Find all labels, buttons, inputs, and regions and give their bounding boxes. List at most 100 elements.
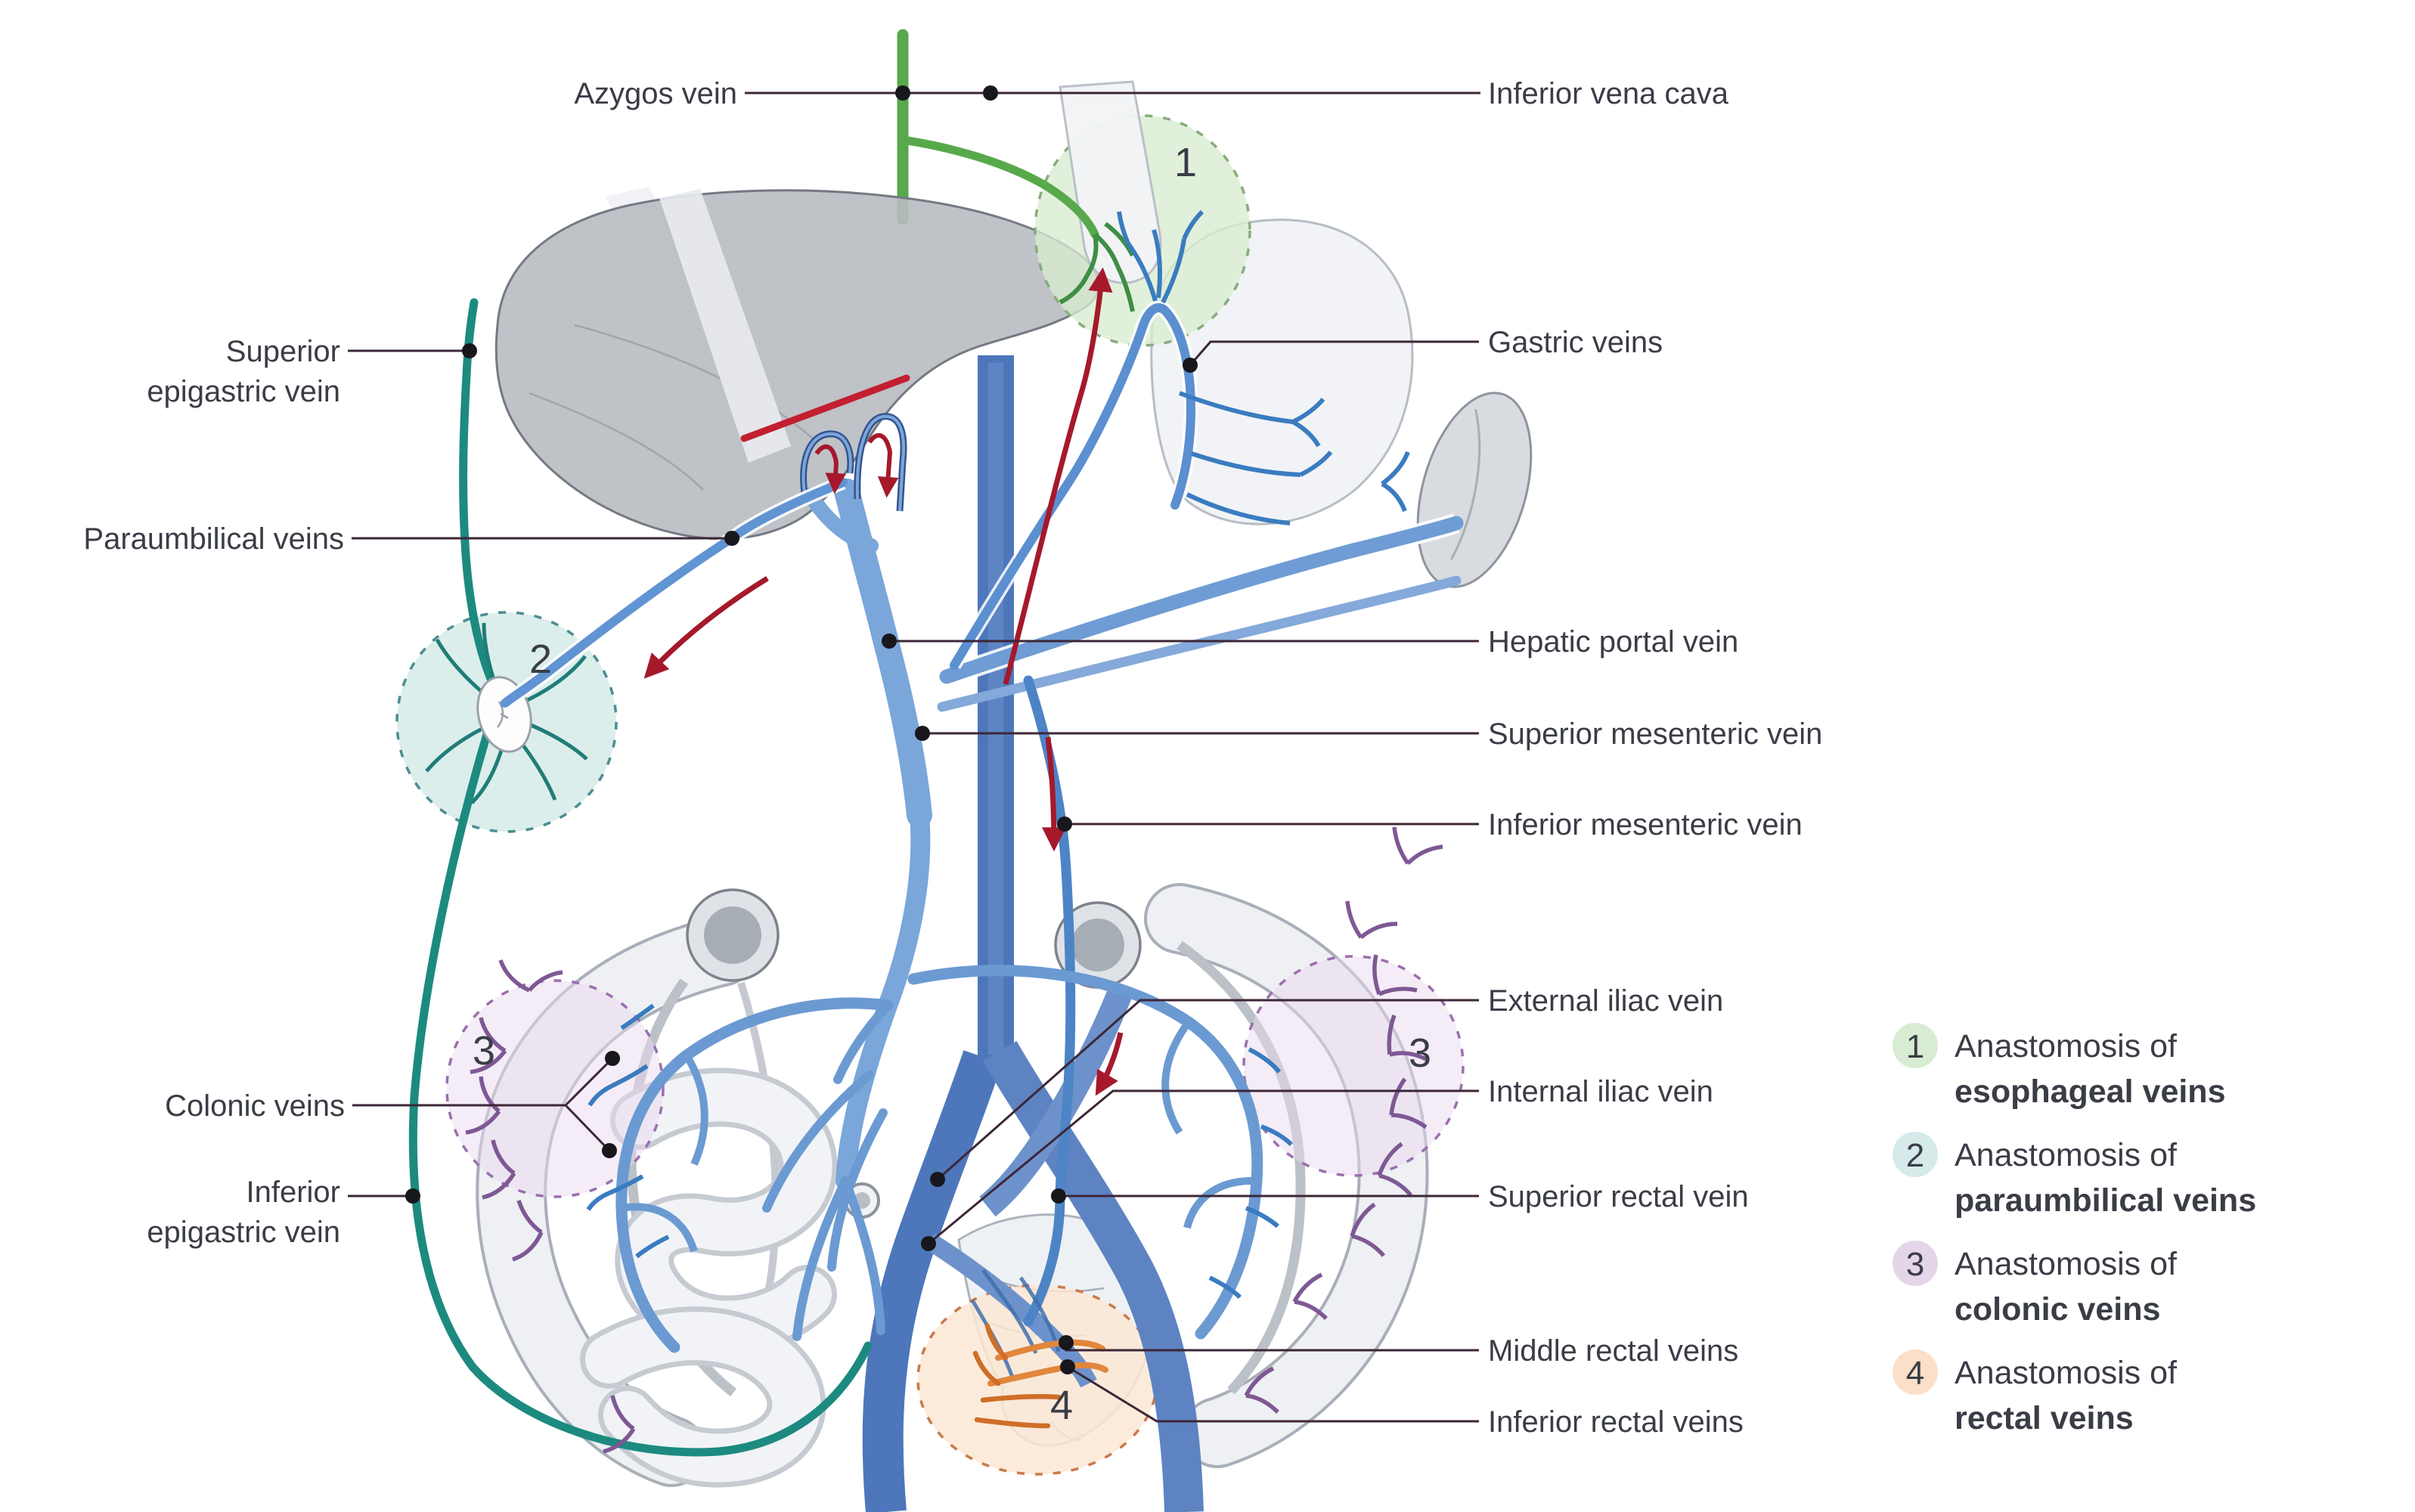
legend-2-line2: paraumbilical veins bbox=[1955, 1182, 2256, 1219]
legend-circle-4 bbox=[1893, 1349, 1938, 1395]
leader-gastric bbox=[1189, 340, 1479, 366]
leader-inferior-rectal bbox=[1067, 1365, 1479, 1423]
leader-internal-iliac bbox=[928, 1089, 1479, 1245]
flow-arrows bbox=[643, 267, 1124, 1096]
leader-external-iliac bbox=[937, 999, 1479, 1181]
legend-number-2: 2 bbox=[1906, 1137, 1924, 1174]
legend-2-line1: Anastomosis of bbox=[1955, 1137, 2178, 1173]
legend-item-3: 3 Anastomosis of colonic veins bbox=[1893, 1241, 2178, 1328]
dot-colonic-upper bbox=[605, 1051, 620, 1066]
left-gastric-vein bbox=[950, 303, 1196, 670]
dot-colonic-lower bbox=[602, 1143, 617, 1158]
arrow-hilar-right bbox=[867, 432, 899, 498]
mesentery-cord-center bbox=[737, 981, 780, 1332]
external-iliac-vein-path bbox=[862, 1050, 1003, 1512]
legend-item-2: 2 Anastomosis of paraumbilical veins bbox=[1893, 1132, 2256, 1219]
marginal-arcade-left-loops bbox=[621, 1053, 708, 1253]
legend-circle-1 bbox=[1893, 1023, 1938, 1068]
azygos-esophageal-branch bbox=[898, 135, 1099, 239]
portal-left-branch bbox=[803, 488, 879, 553]
dot-inferior-epigastric bbox=[405, 1188, 420, 1204]
transverse-colon-stump-left bbox=[686, 888, 780, 982]
label-gastric-veins: Gastric veins bbox=[1488, 326, 1663, 359]
label-external-iliac-vein: External iliac vein bbox=[1488, 984, 1723, 1018]
esophageal-veins-blue-twigs bbox=[1117, 209, 1204, 304]
legend-circle-2 bbox=[1893, 1132, 1938, 1177]
labels-right: Inferior vena cava Gastric veins Hepatic… bbox=[1488, 77, 1822, 1439]
smv-intestinal-branches bbox=[762, 1001, 892, 1341]
label-superior-mesenteric-vein: Superior mesenteric vein bbox=[1488, 717, 1822, 751]
legend-number-3: 3 bbox=[1906, 1246, 1924, 1283]
zone-3-colonic-left bbox=[445, 979, 665, 1198]
inferior-mesenteric-vein-path bbox=[1023, 675, 1076, 1327]
legend-circle-3 bbox=[1893, 1241, 1938, 1286]
dot-superior-rectal bbox=[1051, 1188, 1066, 1204]
dot-ivc bbox=[983, 85, 998, 101]
label-colonic-veins: Colonic veins bbox=[165, 1089, 345, 1123]
dot-inferior-rectal bbox=[1060, 1359, 1075, 1374]
dot-inferior-mesenteric bbox=[1057, 816, 1072, 832]
leader-colonic bbox=[352, 1057, 614, 1152]
legend-item-1: 1 Anastomosis of esophageal veins bbox=[1893, 1023, 2226, 1110]
label-inferior-epigastric-line1: Inferior bbox=[246, 1176, 341, 1209]
marker-zone-4: 4 bbox=[1050, 1383, 1073, 1428]
transverse-colon-stump-right bbox=[1054, 901, 1142, 989]
dot-middle-rectal bbox=[1059, 1335, 1074, 1350]
labels-left: Azygos vein Superior epigastric vein Par… bbox=[83, 77, 737, 1249]
dot-superior-epigastric bbox=[462, 343, 477, 358]
liver bbox=[494, 189, 1100, 541]
marker-zone-3-left: 3 bbox=[473, 1028, 495, 1074]
arrow-esophageal-reflux bbox=[1003, 267, 1113, 685]
legend-1-line1: Anastomosis of bbox=[1955, 1028, 2178, 1064]
spleen bbox=[1416, 392, 1533, 588]
label-superior-epigastric-line1: Superior bbox=[226, 335, 340, 368]
small-intestine bbox=[580, 1067, 880, 1488]
legend-3-line2: colonic veins bbox=[1955, 1291, 2160, 1328]
legend-item-4: 4 Anastomosis of rectal veins bbox=[1893, 1349, 2178, 1436]
colonic-marginal-twigs-blue bbox=[586, 1003, 1294, 1300]
arrow-inferior-mesenteric bbox=[1041, 736, 1067, 852]
arrow-iliac bbox=[1095, 1032, 1124, 1096]
dot-internal-iliac bbox=[921, 1236, 936, 1251]
marker-zone-3-right: 3 bbox=[1409, 1030, 1431, 1076]
label-inferior-epigastric-line2: epigastric vein bbox=[147, 1216, 340, 1249]
legend-number-1: 1 bbox=[1906, 1028, 1924, 1065]
legend-3-line1: Anastomosis of bbox=[1955, 1246, 2178, 1282]
legend-number-4: 4 bbox=[1906, 1355, 1924, 1392]
marginal-arcade-left bbox=[615, 997, 894, 1353]
dot-paraumbilical bbox=[724, 531, 739, 546]
label-superior-epigastric-line2: epigastric vein bbox=[147, 375, 340, 408]
legend-4-line2: rectal veins bbox=[1955, 1400, 2134, 1436]
dot-superior-mesenteric bbox=[915, 726, 930, 741]
label-azygos-vein: Azygos vein bbox=[574, 77, 737, 110]
label-paraumbilical-veins: Paraumbilical veins bbox=[83, 522, 344, 556]
colonic-veins-purple-right bbox=[1244, 826, 1443, 1414]
arrow-hilar-left bbox=[814, 444, 846, 494]
dot-gastric bbox=[1183, 358, 1198, 373]
marginal-arcade-right-loops bbox=[1161, 1020, 1257, 1229]
label-middle-rectal-veins: Middle rectal veins bbox=[1488, 1334, 1738, 1368]
label-superior-rectal-vein: Superior rectal vein bbox=[1488, 1180, 1749, 1213]
falciform-ligament bbox=[659, 189, 791, 463]
colon-right bbox=[1144, 883, 1429, 1468]
label-inferior-mesenteric-vein: Inferior mesenteric vein bbox=[1488, 808, 1803, 841]
label-inferior-rectal-veins: Inferior rectal veins bbox=[1488, 1405, 1744, 1439]
splenic-vein-lower-branch bbox=[937, 575, 1462, 712]
legend-4-line1: Anastomosis of bbox=[1955, 1355, 2178, 1391]
label-hepatic-portal-vein: Hepatic portal vein bbox=[1488, 625, 1738, 658]
dot-external-iliac bbox=[930, 1172, 945, 1187]
label-internal-iliac-vein: Internal iliac vein bbox=[1488, 1075, 1713, 1108]
marker-zone-2: 2 bbox=[529, 637, 552, 682]
marginal-arcade-right bbox=[907, 965, 1263, 1340]
esophageal-veins-green-twigs bbox=[1059, 222, 1135, 312]
paraumbilical-vein bbox=[501, 478, 848, 708]
portal-hilar-branches bbox=[800, 413, 907, 512]
dot-azygos bbox=[895, 85, 910, 101]
legend-1-line2: esophageal veins bbox=[1955, 1074, 2226, 1110]
colonic-veins-purple-left bbox=[465, 959, 636, 1454]
ligamentum-marker-red-line bbox=[740, 374, 910, 442]
splenic-vein bbox=[939, 516, 1464, 684]
marker-zone-1: 1 bbox=[1174, 140, 1197, 185]
